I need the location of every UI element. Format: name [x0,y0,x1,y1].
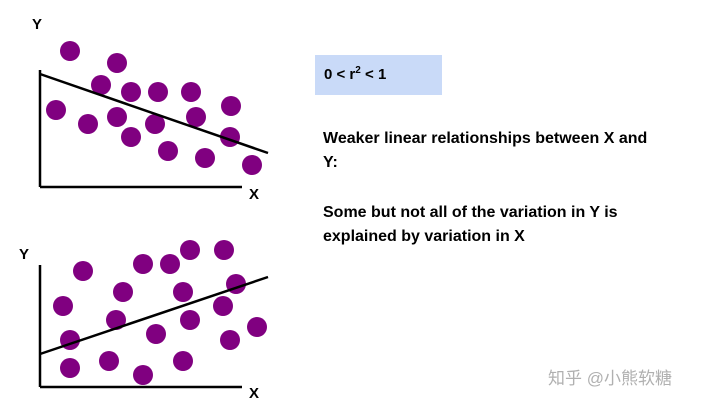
data-point [181,82,201,102]
data-point [145,114,165,134]
data-point [160,254,180,274]
data-point [221,96,241,116]
data-point [78,114,98,134]
data-point [195,148,215,168]
data-point [180,310,200,330]
data-point [148,82,168,102]
data-point [53,296,73,316]
data-point [173,282,193,302]
data-point [107,107,127,127]
data-point [220,330,240,350]
data-point [186,107,206,127]
data-point [133,365,153,385]
r-squared-prefix: 0 < r [324,66,356,83]
trend-line [39,72,269,155]
data-point [91,75,111,95]
data-point [60,358,80,378]
data-point [133,254,153,274]
data-point [121,127,141,147]
x-axis-label: X [249,385,259,402]
y-axis-label: Y [32,16,42,33]
data-point [214,240,234,260]
y-axis-label: Y [19,246,29,263]
scatter-plot-negative: Y X [32,16,269,203]
data-point [106,310,126,330]
data-point [146,324,166,344]
relationship-caption: Weaker linear relationships between X an… [323,130,648,171]
data-point [99,351,119,371]
data-point [107,53,127,73]
data-point [158,141,178,161]
data-point [213,296,233,316]
watermark: 知乎 @小熊软糖 [548,369,672,388]
data-point [180,240,200,260]
r-squared-suffix: < 1 [360,66,387,83]
data-point [46,100,66,120]
trend-line [39,275,269,356]
data-point [173,351,193,371]
variation-caption: Some but not all of the variation in Y i… [323,204,618,245]
data-point [242,155,262,175]
data-point [60,41,80,61]
scatter-plot-positive: Y X [19,240,269,402]
data-point [113,282,133,302]
r-squared-exponent: 2 [355,65,361,76]
data-point [121,82,141,102]
r-squared-box: 0 < r2 < 1 [315,55,442,95]
x-axis-label: X [249,186,259,203]
data-point [247,317,267,337]
data-point [73,261,93,281]
